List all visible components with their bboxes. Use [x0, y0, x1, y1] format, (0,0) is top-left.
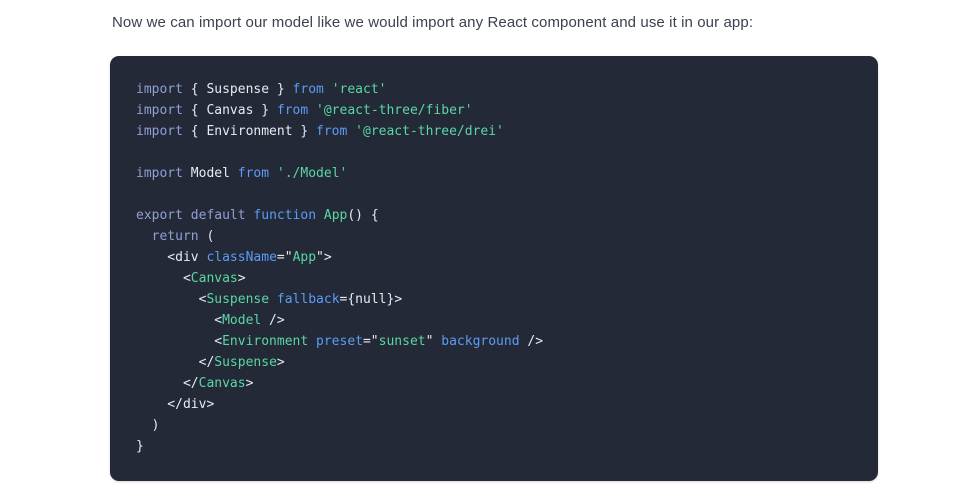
code-token-s: Suspense [206, 292, 270, 307]
code-line: ) [136, 415, 852, 436]
code-token-p [269, 292, 277, 307]
code-content: import { Suspense } from 'react'import {… [136, 79, 852, 457]
code-token-s: App [323, 208, 348, 223]
code-line: import Model from './Model' [136, 163, 852, 184]
code-token-s: Suspense [214, 355, 277, 370]
code-token-p: /> [519, 334, 544, 349]
code-token-k: import [136, 124, 183, 139]
code-token-f: function [253, 208, 317, 223]
code-token-s: sunset [378, 334, 426, 349]
code-token-f: background [441, 334, 520, 349]
code-token-s: Canvas [190, 271, 238, 286]
code-token-s: Canvas [198, 376, 246, 391]
code-line: </Canvas> [136, 373, 852, 394]
code-line: <Environment preset="sunset" background … [136, 331, 852, 352]
code-token-p: > [245, 376, 254, 391]
code-token-p: </ [136, 355, 215, 370]
code-block: import { Suspense } from 'react'import {… [110, 56, 878, 481]
code-token-s: '@react-three/drei' [355, 124, 504, 139]
intro-paragraph: Now we can import our model like we woul… [112, 14, 754, 31]
code-token-p [308, 334, 316, 349]
code-token-s: 'react' [331, 82, 387, 97]
code-token-s: App [292, 250, 317, 265]
code-token-p: ( [198, 229, 215, 244]
code-line: </div> [136, 394, 852, 415]
code-token-p: < [136, 313, 223, 328]
code-token-f: from [237, 166, 270, 181]
code-token-p: <div [136, 250, 207, 265]
code-token-p: </ [136, 376, 199, 391]
code-token-k: import [136, 82, 183, 97]
code-token-p: > [237, 271, 246, 286]
code-token-p: ={null}> [339, 292, 403, 307]
code-token-p: > [276, 355, 285, 370]
code-token-p: < [136, 271, 191, 286]
code-line: <Suspense fallback={null}> [136, 289, 852, 310]
code-line [136, 184, 852, 205]
code-token-k: default [190, 208, 246, 223]
code-token-p: () { [347, 208, 379, 223]
code-token-p: < [136, 292, 207, 307]
code-token-p [308, 103, 316, 118]
code-token-p: } [136, 439, 144, 454]
code-token-p [316, 208, 324, 223]
code-token-p: < [136, 334, 223, 349]
code-token-f: from [292, 82, 324, 97]
code-token-p: { Canvas } [182, 103, 277, 118]
code-line: import { Environment } from '@react-thre… [136, 121, 852, 142]
code-line: import { Canvas } from '@react-three/fib… [136, 100, 852, 121]
code-token-k: import [136, 166, 183, 181]
code-token-f: preset [316, 334, 363, 349]
code-line: <Canvas> [136, 268, 852, 289]
code-token-p: Model [182, 166, 238, 181]
code-token-f: className [206, 250, 277, 265]
code-token-f: from [316, 124, 348, 139]
code-line: export default function App() { [136, 205, 852, 226]
code-token-p [183, 208, 191, 223]
code-token-p [324, 82, 332, 97]
code-line: <Model /> [136, 310, 852, 331]
code-token-f: from [276, 103, 309, 118]
code-line: </Suspense> [136, 352, 852, 373]
code-token-p [136, 229, 152, 244]
code-token-p: { Suspense } [182, 82, 293, 97]
code-token-s: Environment [222, 334, 309, 349]
code-token-k: export [136, 208, 183, 223]
code-line: <div className="App"> [136, 247, 852, 268]
code-token-k: import [136, 103, 183, 118]
code-token-p: " [425, 334, 442, 349]
code-token-p: ) [136, 418, 160, 433]
code-token-p: { Environment } [182, 124, 317, 139]
code-token-s: Model [222, 313, 262, 328]
code-token-p: =" [276, 250, 293, 265]
code-token-p [347, 124, 355, 139]
code-token-f: fallback [276, 292, 340, 307]
code-token-k: return [151, 229, 199, 244]
code-line: return ( [136, 226, 852, 247]
code-token-s: './Model' [276, 166, 348, 181]
code-token-s: '@react-three/fiber' [316, 103, 473, 118]
code-token-p: /> [261, 313, 285, 328]
code-token-p: =" [362, 334, 379, 349]
code-token-p: "> [316, 250, 332, 265]
code-line: } [136, 436, 852, 457]
code-line: import { Suspense } from 'react' [136, 79, 852, 100]
code-line [136, 142, 852, 163]
code-token-p: </div> [136, 397, 215, 412]
code-token-p [269, 166, 277, 181]
